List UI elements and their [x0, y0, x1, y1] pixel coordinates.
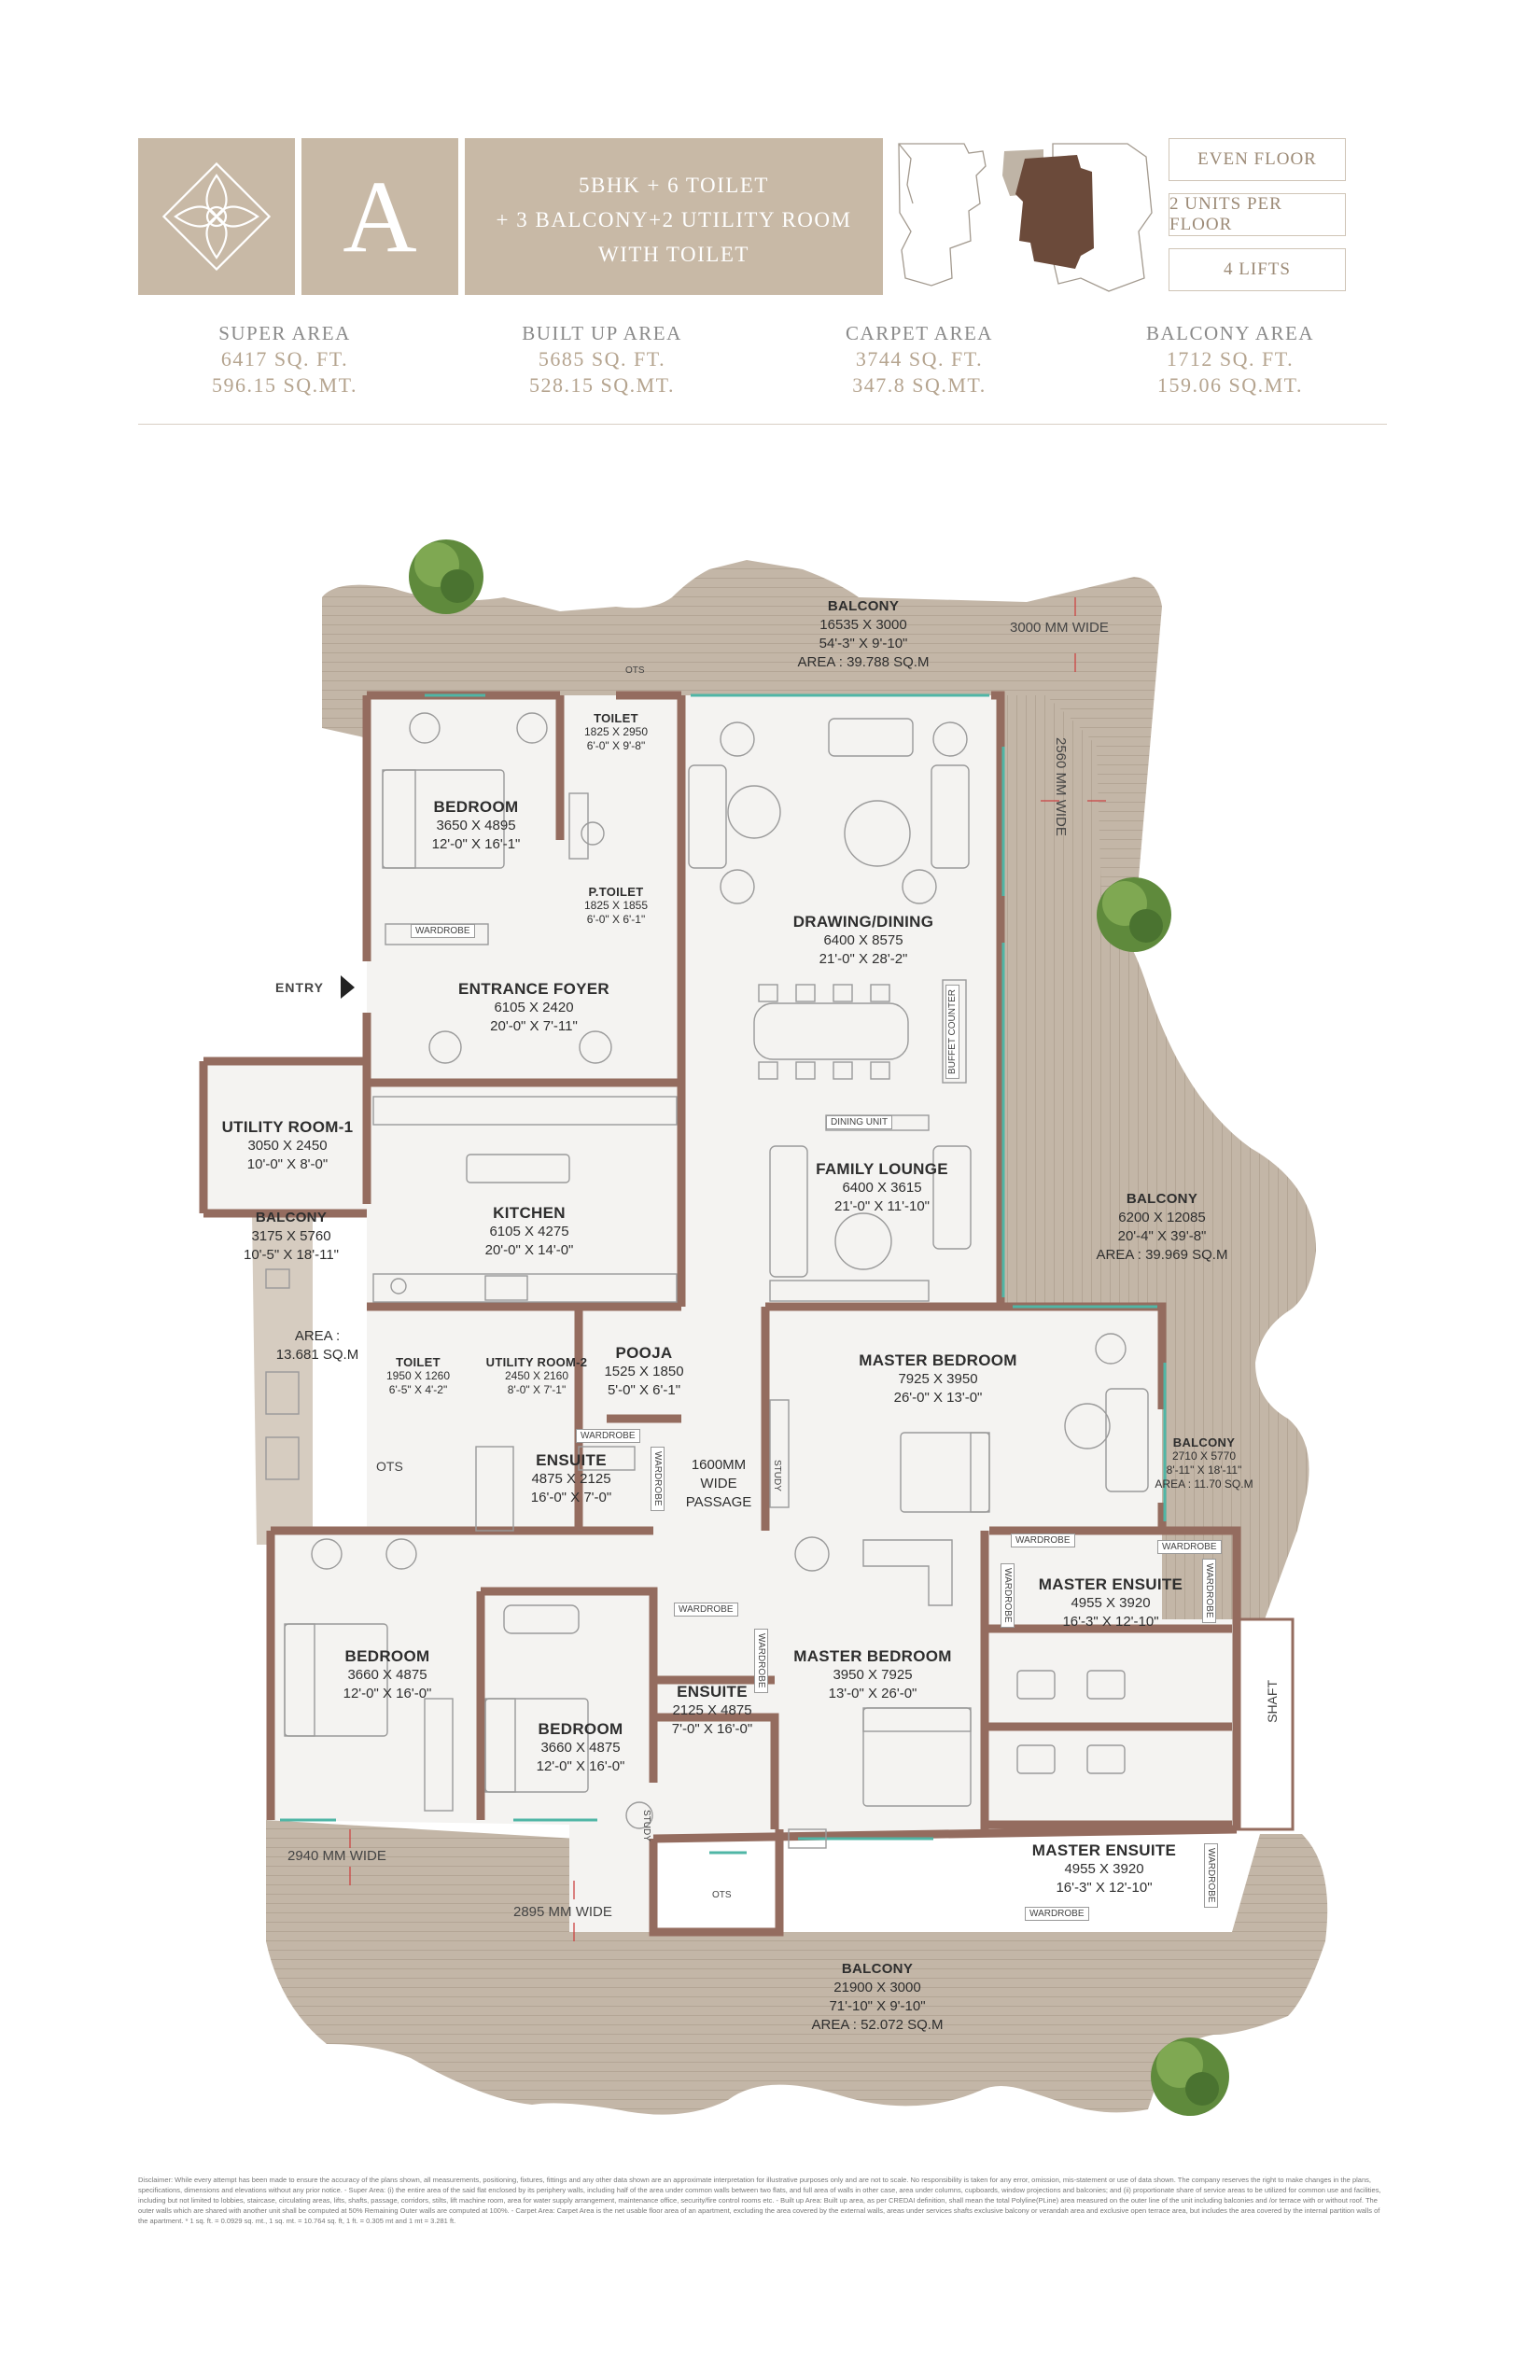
width-2560: 2560 MM WIDE: [1053, 737, 1069, 836]
label-balcony-left-area: AREA :13.681 SQ.M: [275, 1328, 359, 1363]
wardrobe-label: WARDROBE: [1157, 1540, 1222, 1554]
wardrobe-label: WARDROBE: [674, 1603, 738, 1617]
config-box: 5BHK + 6 TOILET + 3 BALCONY+2 UTILITY RO…: [465, 138, 883, 295]
wardrobe-label: WARDROBE: [1001, 1563, 1015, 1628]
logo-icon: [161, 161, 272, 272]
tree-icon: [409, 539, 483, 614]
width-2940: 2940 MM WIDE: [287, 1848, 386, 1864]
disclaimer: Disclaimer: While every attempt has been…: [138, 2176, 1381, 2225]
ots-label: OTS: [625, 665, 645, 676]
unit-letter: A: [343, 160, 417, 273]
apartment-floor: [271, 695, 1237, 1932]
tree-icon: [1097, 877, 1171, 952]
balcony-bottom-deck: [266, 1820, 1328, 2115]
wardrobe-label: WARDROBE: [576, 1429, 640, 1443]
wardrobe-label: WARDROBE: [651, 1447, 665, 1511]
wardrobe-label: WARDROBE: [1025, 1907, 1089, 1921]
entry-label: ENTRY: [275, 980, 324, 995]
divider: [138, 424, 1387, 425]
tree-icon: [1151, 2037, 1229, 2116]
balcony-right-deck: [1003, 695, 1316, 1619]
tag-lifts: 4 LIFTS: [1169, 248, 1346, 291]
study-label: STUDY: [772, 1460, 782, 1491]
width-2895: 2895 MM WIDE: [513, 1904, 612, 1920]
logo-box: [138, 138, 295, 295]
wardrobe-label: WARDROBE: [1204, 1843, 1218, 1908]
entry-arrow-icon: [341, 975, 355, 999]
shaft-label: SHAFT: [1265, 1680, 1280, 1723]
config-line-1: 5BHK + 6 TOILET: [579, 174, 769, 197]
tag-units: 2 UNITS PER FLOOR: [1169, 193, 1346, 236]
study-label: STUDY: [641, 1810, 651, 1841]
unit-letter-box: A: [301, 138, 458, 295]
wardrobe-label: WARDROBE: [1202, 1559, 1216, 1623]
config-line-2: + 3 BALCONY+2 UTILITY ROOM: [496, 208, 852, 231]
ots-label: OTS: [376, 1459, 403, 1474]
config-line-3: WITH TOILET: [598, 243, 749, 266]
wardrobe-label: WARDROBE: [754, 1629, 768, 1693]
key-plan: [898, 143, 1153, 292]
tag-floor: EVEN FLOOR: [1169, 138, 1346, 181]
width-3000: 3000 MM WIDE: [1010, 620, 1109, 636]
buffet-counter-label: BUFFET COUNTER: [945, 985, 959, 1079]
balcony-top-deck: [322, 560, 1162, 896]
wardrobe-label: WARDROBE: [1011, 1533, 1075, 1547]
balcony-left-deck: [252, 1213, 313, 1545]
wardrobe-label: WARDROBE: [411, 924, 475, 938]
dining-unit-label: DINING UNIT: [826, 1115, 893, 1129]
ots-label: OTS: [712, 1890, 732, 1900]
